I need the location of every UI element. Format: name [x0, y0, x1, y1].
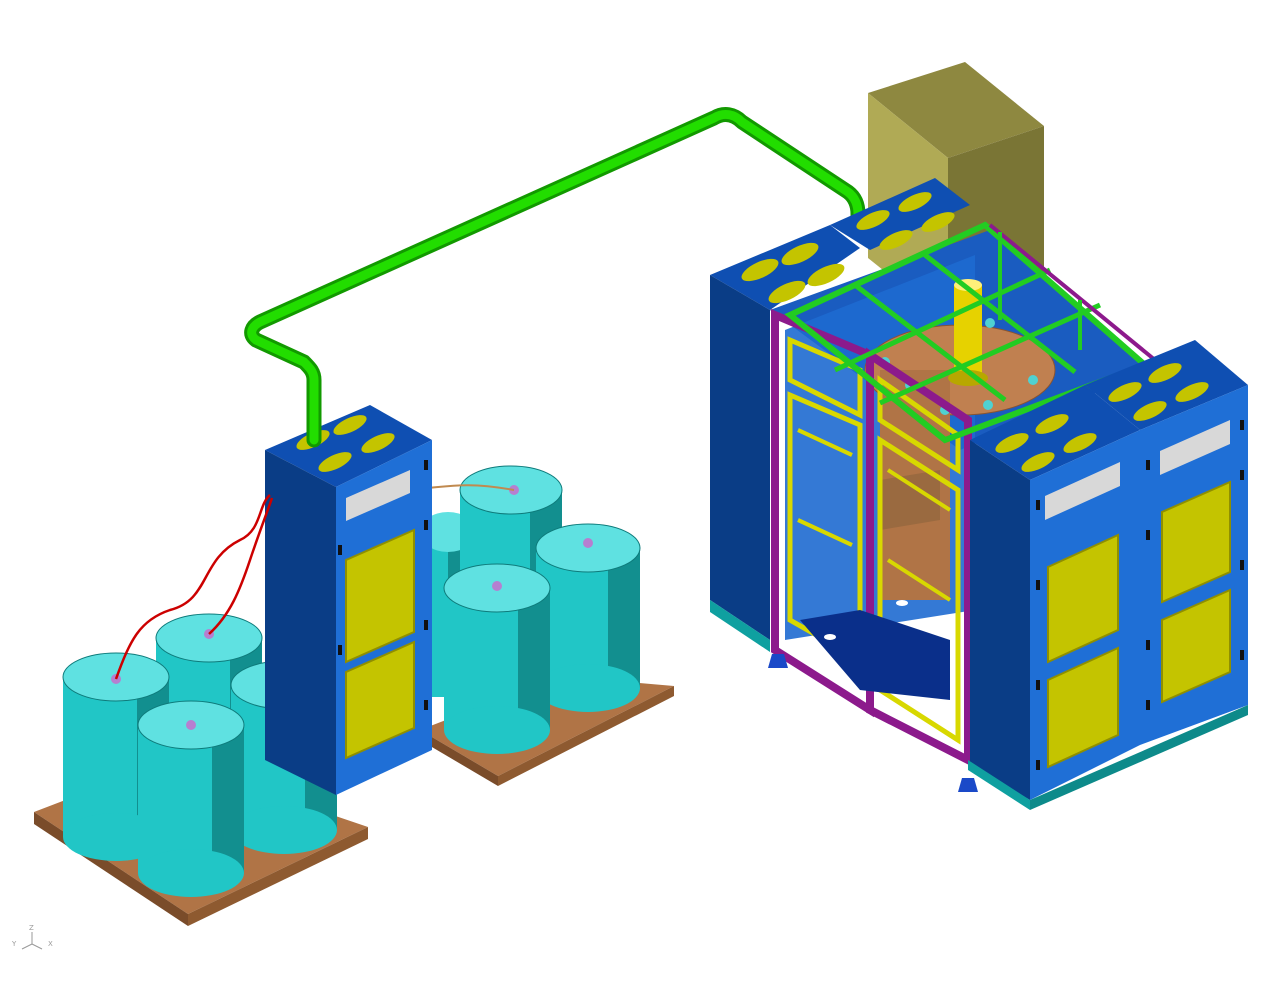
middle-cabinet-left-side: [265, 450, 336, 795]
main-machine[interactable]: [710, 178, 1248, 810]
cabinet-a-upper-door[interactable]: [1047, 533, 1119, 664]
right-left-cabinet-top: [710, 225, 860, 310]
middle-pallet-side-edge: [498, 686, 674, 786]
xyz-axis-triad-icon: Z Y X: [11, 924, 53, 950]
right-front-cabinet-top-a: [970, 385, 1140, 480]
middle-cabinet-top: [265, 405, 432, 487]
right-front-cabinet-top-b: [1085, 340, 1248, 430]
axis-z-label: Z: [29, 924, 34, 932]
drum-middle-right[interactable]: [535, 523, 641, 712]
red-cable-a: [114, 494, 271, 680]
left-pallet-side-edge: [188, 827, 368, 926]
axis-x-label: X: [48, 940, 53, 948]
middle-cabinet-upper-door[interactable]: [345, 528, 415, 664]
middle-cabinet[interactable]: [265, 405, 432, 795]
red-cable-b: [208, 497, 274, 635]
cabinet-b-upper-door[interactable]: [1161, 480, 1231, 604]
drum-bung-icon: [492, 581, 502, 591]
drum-bung-icon: [583, 538, 593, 548]
middle-cabinet-lower-door[interactable]: [345, 640, 415, 760]
right-back-cabinet-top: [830, 178, 970, 250]
copper-cable: [427, 484, 515, 491]
axis-y-label: Y: [11, 940, 17, 948]
middle-pallet-front-edge: [420, 730, 498, 786]
green-transfer-pipe[interactable]: [244, 107, 866, 448]
cabinet-a-lower-door[interactable]: [1047, 646, 1119, 769]
drum-bung-icon: [186, 720, 196, 730]
cabinet-label-plate: [1045, 462, 1120, 520]
drum-middle-front[interactable]: [443, 563, 551, 754]
khaki-box-top: [868, 62, 1044, 158]
cabinet-label-plate: [1160, 420, 1230, 475]
drum-left-front[interactable]: [137, 700, 245, 897]
right-front-cabinet-left-side: [970, 440, 1030, 800]
leveling-foot: [958, 778, 978, 792]
leveling-foot: [768, 654, 788, 668]
right-left-cabinet-side: [710, 275, 770, 640]
cabinet-label-plate: [346, 470, 410, 521]
cabinet-b-lower-door[interactable]: [1161, 588, 1231, 704]
